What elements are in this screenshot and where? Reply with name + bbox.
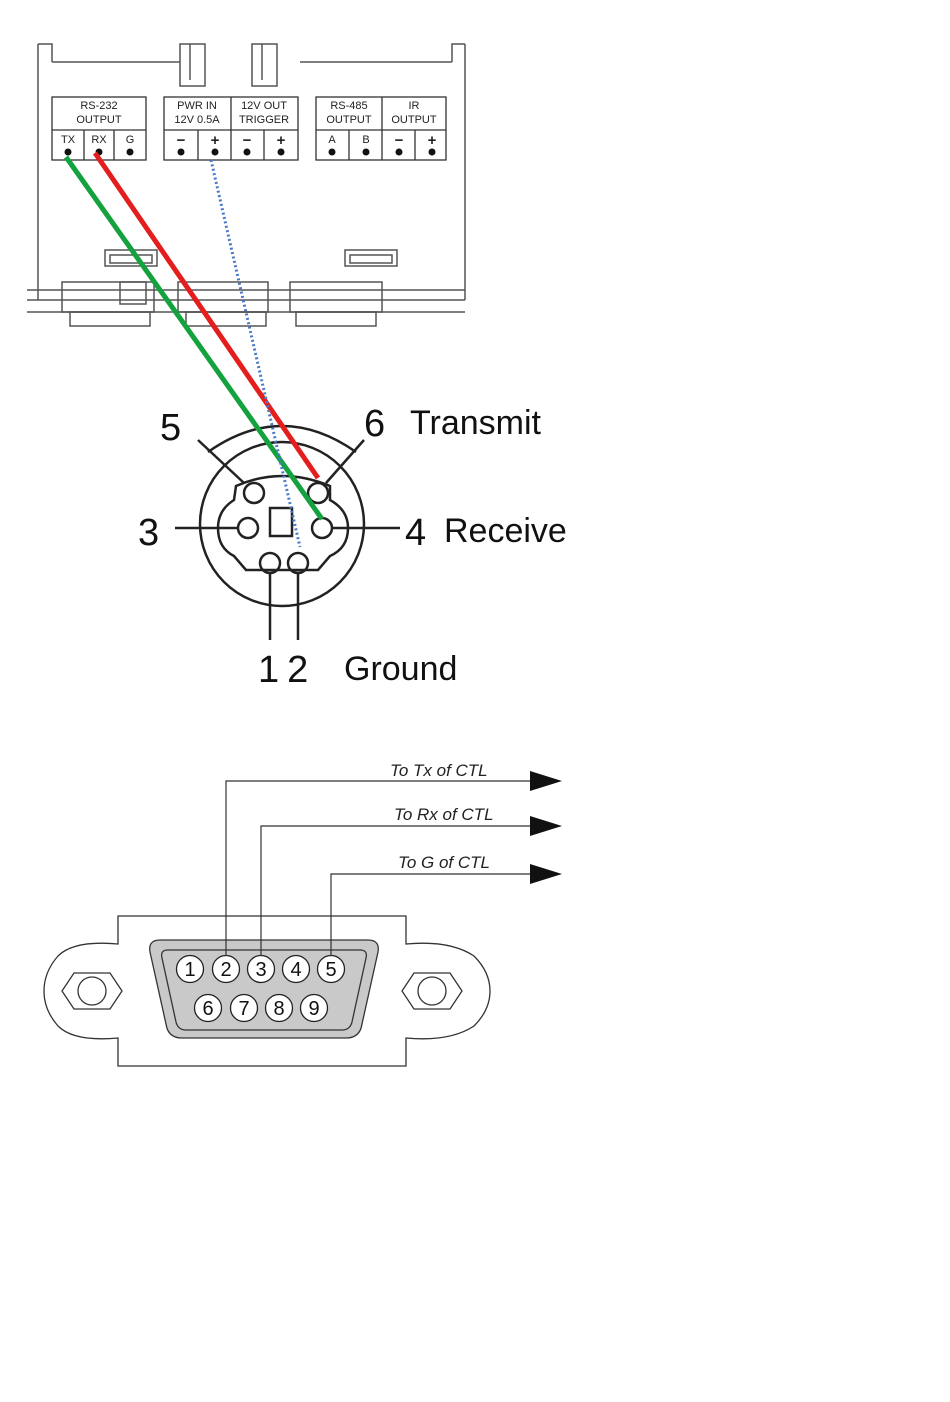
- db9-pin-6: 6: [202, 998, 213, 1020]
- pin-b-label: B: [362, 134, 369, 146]
- pin-rx-label: RX: [91, 134, 107, 146]
- ir-label-2: OUTPUT: [391, 114, 437, 126]
- db9-pin-7: 7: [238, 998, 249, 1020]
- db9-pin-3: 3: [255, 959, 266, 981]
- trigger-label-2: TRIGGER: [239, 114, 289, 126]
- din-pin4-number: 4: [405, 512, 426, 554]
- ground-wire: [211, 160, 300, 547]
- pin-g-label: G: [126, 134, 135, 146]
- rs232-label-2: OUTPUT: [76, 114, 122, 126]
- mini-din-connector: [175, 426, 400, 640]
- arrow-tx-icon: [530, 771, 562, 791]
- pin-a-label: A: [328, 134, 336, 146]
- db9-connector: [44, 916, 490, 1066]
- db9-pin-4: 4: [290, 959, 301, 981]
- tx-wire: [66, 157, 322, 519]
- terminal-dots: [65, 149, 436, 156]
- device-panel: [27, 44, 465, 326]
- pin-tx-label: TX: [61, 134, 76, 146]
- db9-pin-1: 1: [184, 959, 195, 981]
- din-pin6-number: 6: [364, 403, 385, 445]
- db9-pin-5: 5: [325, 959, 336, 981]
- lead-rx-label: To Rx of CTL: [394, 805, 494, 824]
- din-pin4-label: Receive: [444, 512, 567, 550]
- arrow-rx-icon: [530, 816, 562, 836]
- pin-trig-minus-label: −: [243, 132, 252, 149]
- db9-pin-2: 2: [220, 959, 231, 981]
- pwr-in-label-1: PWR IN: [177, 100, 217, 112]
- din-pin5-number: 5: [160, 407, 181, 449]
- pwr-in-label-2: 12V 0.5A: [174, 114, 220, 126]
- rs232-label-1: RS-232: [80, 100, 117, 112]
- arrow-g-icon: [530, 864, 562, 884]
- pin-trig-plus-label: +: [277, 132, 286, 149]
- lead-tx-label: To Tx of CTL: [390, 761, 488, 780]
- lead-g-label: To G of CTL: [398, 853, 490, 872]
- pin-pwr-plus-label: +: [211, 132, 220, 149]
- din-pin12-number: 12: [258, 649, 316, 691]
- trigger-label-1: 12V OUT: [241, 100, 287, 112]
- db9-pin-9: 9: [308, 998, 319, 1020]
- db9-pin-8: 8: [273, 998, 284, 1020]
- rs485-label-1: RS-485: [330, 100, 367, 112]
- lead-arrows: [530, 771, 562, 884]
- ir-label-1: IR: [409, 100, 420, 112]
- lead-rx: [261, 826, 532, 956]
- rx-wire: [95, 153, 318, 478]
- pin-ir-minus-label: −: [395, 132, 404, 149]
- pin-pwr-minus-label: −: [177, 132, 186, 149]
- rs485-label-2: OUTPUT: [326, 114, 372, 126]
- pin-ir-plus-label: +: [428, 132, 437, 149]
- din-pin12-label: Ground: [344, 650, 457, 688]
- din-pin6-label: Transmit: [410, 404, 542, 442]
- din-pin3-number: 3: [138, 512, 159, 554]
